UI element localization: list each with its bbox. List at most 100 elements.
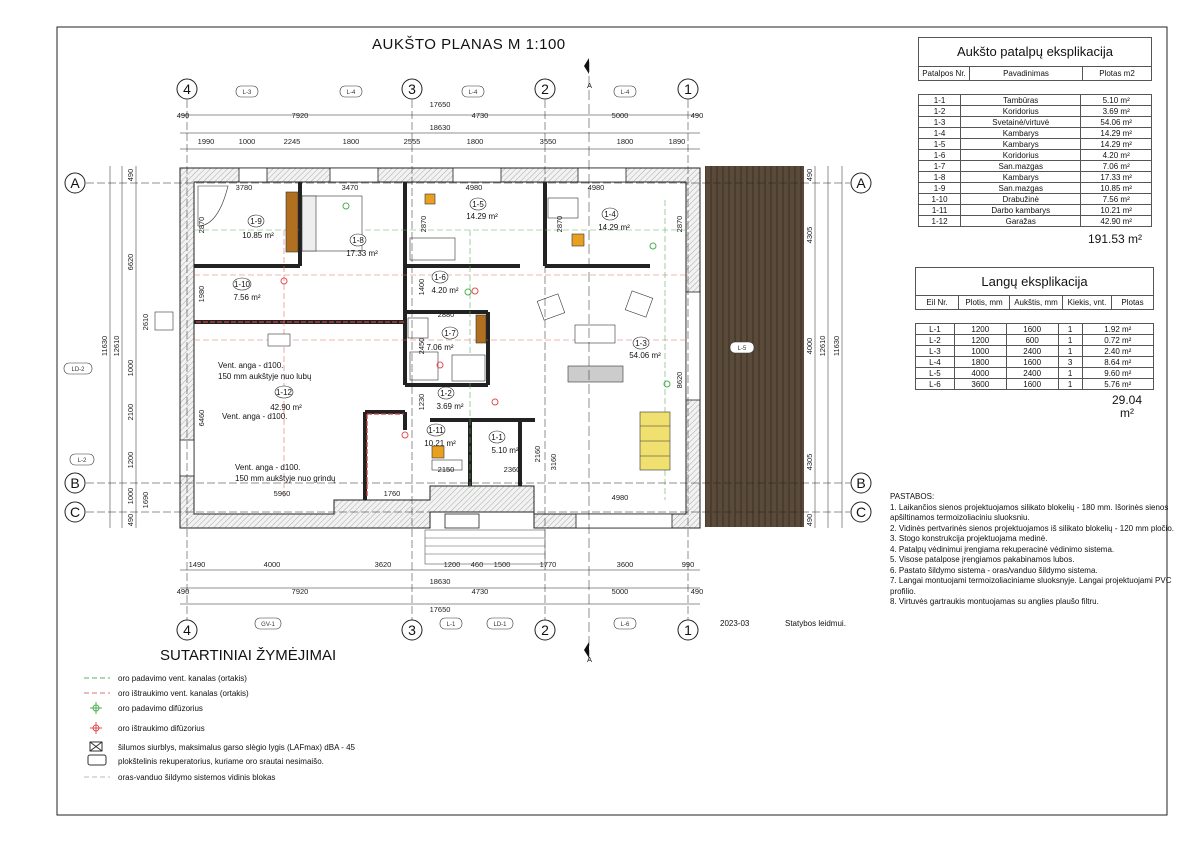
room-1-1-area: 5.10 m²	[491, 446, 518, 455]
tag-l6: L-6	[621, 622, 630, 628]
dim-left-5: 1000	[126, 488, 135, 505]
rooms-row-cell: Svetainė/virtuvė	[960, 116, 1082, 128]
dims-bottom: 1490 4000 3620 1200 460 1500 1770 3600 9…	[177, 560, 704, 614]
dim-bot-r1-8: 990	[682, 560, 695, 569]
exhaust-diffusers	[280, 277, 499, 439]
windows-col-area: Plotas	[1111, 295, 1154, 310]
dim-bot-r1-5: 1500	[494, 560, 511, 569]
tag-gv1: GV-1	[261, 622, 275, 628]
dim-top-overall1: 17650	[430, 100, 451, 109]
dim-bot-r1-1: 4000	[264, 560, 281, 569]
dim-left-6: 490	[126, 514, 135, 527]
room-1-1-id: 1-1	[491, 433, 503, 442]
legend-text-1: oro ištraukimo vent. kanalas (ortakis)	[118, 689, 249, 698]
vent-notes: Vent. anga - d100. 150 mm aukštyje nuo l…	[218, 361, 336, 483]
dim-right-overall-1: 11630	[832, 336, 841, 356]
axis-left-c: C	[70, 504, 80, 520]
room-1-11-area: 10.21 m²	[424, 439, 456, 448]
dimension-lines	[86, 62, 850, 660]
dim-bot-r1-6: 1770	[540, 560, 557, 569]
tag-l3: L-3	[243, 90, 252, 96]
exhaust-diffuser-icon	[90, 722, 102, 734]
windows-total-unit: m²	[1120, 406, 1135, 420]
windows-row-cell: 600	[1005, 334, 1059, 346]
rooms-row-cell: 1-3	[917, 116, 962, 128]
room-1-7-area: 7.06 m²	[426, 343, 453, 352]
windows-row-cell: 3	[1057, 356, 1083, 368]
window-tag-shapes	[63, 85, 755, 630]
dim-top-r2-8: 1890	[669, 137, 686, 146]
rooms-row-cell: 1-12	[917, 215, 962, 227]
dim-right-overall-0: 12610	[818, 336, 827, 357]
note-6: 6. Pastato šildymo sistema - oras/vanduo…	[890, 565, 1098, 575]
windows-row-cell: 1800	[953, 356, 1007, 368]
windows-total-value: 29.04	[1112, 393, 1143, 407]
rooms-row-cell: 1-2	[917, 105, 962, 117]
dim-top-r2-6: 3550	[540, 137, 557, 146]
tag-l2: L-2	[78, 458, 87, 464]
room-1-4-id: 1-4	[604, 210, 616, 219]
dim-int-9: 2450	[417, 338, 426, 355]
windows-row-cell: 1600	[1005, 378, 1059, 390]
rooms-row-cell: Drabužinė	[960, 193, 1082, 205]
dim-left-2: 1000	[126, 360, 135, 377]
windows-row-cell: 1	[1057, 367, 1083, 379]
dim-int-11: 2160	[533, 446, 542, 463]
rooms-row-cell: San.mazgas	[960, 160, 1082, 172]
supply-diffusers	[342, 202, 671, 388]
rooms-row-cell: 17.33 m²	[1080, 171, 1152, 183]
rooms-row-cell: Kambarys	[960, 127, 1082, 139]
axis-left-b: B	[70, 475, 79, 491]
windows-row-cell: 1000	[953, 345, 1007, 357]
windows-row-cell: 1	[1057, 345, 1083, 357]
legend-text-0: oro padavimo vent. kanalas (ortakis)	[118, 674, 247, 683]
dim-left-1: 6620	[126, 254, 135, 271]
dim-bot-r1-7: 3600	[617, 560, 634, 569]
vent-note-4: 150 mm aukštyje nuo grindų	[235, 474, 336, 483]
axis-top-2: 2	[541, 81, 549, 97]
windows-row-cell: L-2	[915, 334, 955, 346]
dim-int-3: 4980	[588, 183, 605, 192]
rooms-row-cell: 14.29 m²	[1080, 138, 1152, 150]
dim-top-r2-7: 1800	[617, 137, 634, 146]
room-1-3-area: 54.06 m²	[629, 351, 661, 360]
tag-l5: L-5	[738, 346, 747, 352]
axis-bottom-3: 3	[408, 622, 416, 638]
dims-interior: 3780 3470 4980 4980 2870 2870 2870 1400 …	[236, 183, 684, 502]
dim-left-inner-0: 2870	[197, 217, 206, 234]
supply-diffuser-icon	[90, 702, 102, 714]
windows-row-cell: 8.64 m²	[1081, 356, 1155, 368]
dim-top-r1-0: 490	[177, 111, 190, 120]
axis-bottom-2: 2	[541, 622, 549, 638]
rooms-row-cell: Kambarys	[960, 171, 1082, 183]
room-bubbles	[232, 197, 650, 444]
dim-int-16: 5960	[274, 489, 291, 498]
note-4: 4. Patalpų vėdinimui įrengiama rekuperac…	[890, 544, 1115, 554]
windows-row-cell: 4000	[953, 367, 1007, 379]
windows-row-cell: 9.60 m²	[1081, 367, 1155, 379]
rooms-row-cell: Kambarys	[960, 138, 1082, 150]
recuperator-icon	[87, 754, 107, 766]
section-marks: A A	[584, 58, 592, 664]
legend-texts: oro padavimo vent. kanalas (ortakis) oro…	[118, 674, 356, 782]
dim-right-0: 490	[805, 169, 814, 182]
axis-right-c: C	[856, 504, 866, 520]
plan-title: AUKŠTO PLANAS M 1:100	[372, 36, 566, 53]
rooms-row-cell: 1-9	[917, 182, 962, 194]
room-1-6-id: 1-6	[434, 273, 446, 282]
section-mark-top: A	[587, 81, 592, 90]
note-5: 5. Visose patalpose įrengiamos pakabinam…	[890, 555, 1075, 564]
rooms-row-cell: 7.56 m²	[1080, 193, 1152, 205]
rooms-row-cell: Koridorius	[960, 149, 1082, 161]
rooms-col-area: Plotas m2	[1082, 66, 1152, 81]
room-1-4-area: 14.29 m²	[598, 223, 630, 232]
dim-bot-r1-4: 460	[471, 560, 484, 569]
